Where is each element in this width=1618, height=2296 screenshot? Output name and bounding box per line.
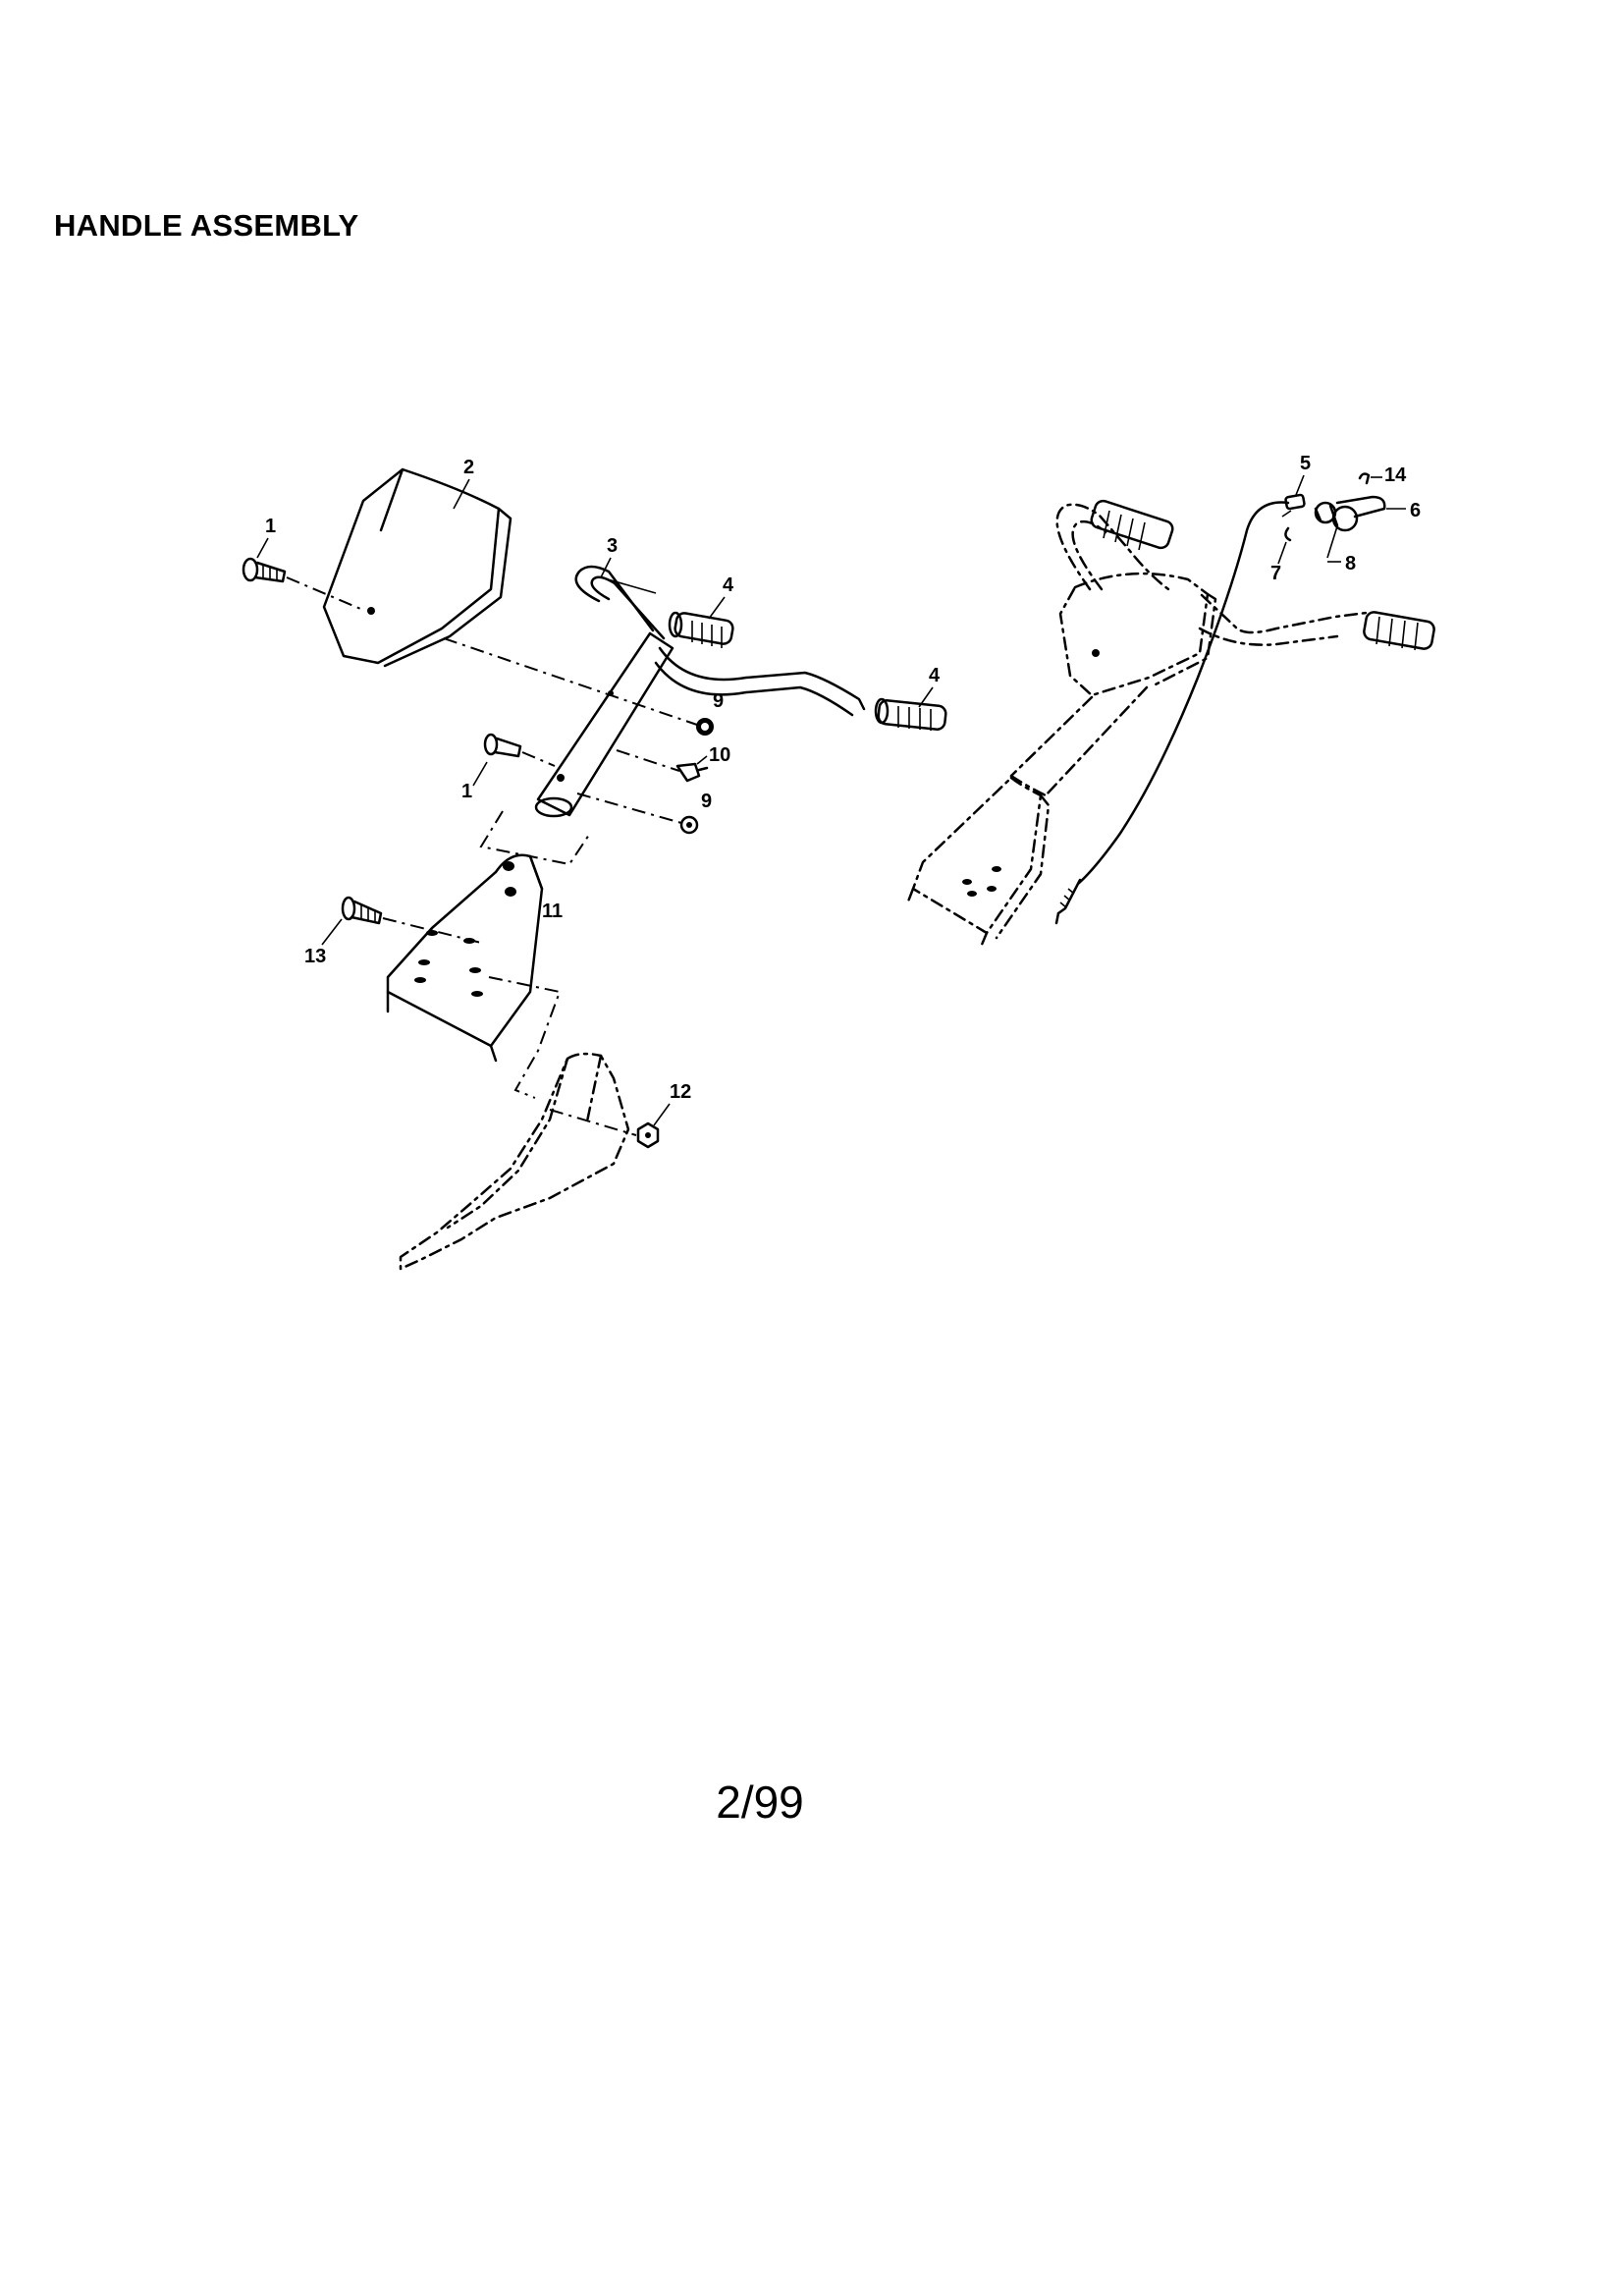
callout-4-upper: 4 — [723, 574, 734, 596]
callout-10: 10 — [709, 744, 730, 766]
assembled-lower-bracket — [906, 776, 1051, 947]
callout-13: 13 — [304, 946, 326, 967]
throttle-cable-part — [1054, 501, 1290, 925]
callout-1-top: 1 — [265, 516, 276, 537]
knob-part-upper — [696, 718, 714, 736]
assembled-tube — [1009, 685, 1149, 797]
assembled-grip-right — [1363, 611, 1435, 651]
grip-part-1 — [668, 611, 734, 648]
callout-12: 12 — [670, 1081, 691, 1103]
callout-2: 2 — [463, 457, 474, 478]
bolt-part-13 — [341, 896, 383, 925]
callout-8: 8 — [1345, 553, 1356, 574]
bolt-part-top — [242, 557, 287, 583]
callout-4-lower: 4 — [929, 665, 941, 686]
callout-3: 3 — [607, 535, 618, 557]
nut-part — [636, 1121, 660, 1149]
bracket-part — [675, 762, 709, 783]
page-number: 2/99 — [716, 1777, 804, 1828]
callout-1-mid: 1 — [461, 781, 472, 802]
handlebar-part — [534, 565, 866, 818]
grip-part-2 — [874, 697, 947, 731]
callout-14: 14 — [1384, 465, 1407, 486]
callout-11: 11 — [542, 901, 563, 922]
callout-7: 7 — [1270, 563, 1281, 584]
lower-handle-bracket-part — [386, 853, 544, 1063]
knob-part-lower — [679, 815, 699, 835]
assembled-handlebar — [1055, 503, 1369, 646]
throttle-control-part — [1284, 472, 1386, 542]
callout-9-upper: 9 — [713, 690, 724, 712]
assembled-cover — [1058, 572, 1217, 697]
assembled-grip-left — [1090, 499, 1174, 551]
bolt-part-mid — [483, 733, 522, 758]
tiller-frame-part — [399, 1052, 630, 1271]
callout-6: 6 — [1410, 500, 1421, 521]
page-title: HANDLE ASSEMBLY — [54, 208, 359, 243]
handle-cover-part — [322, 467, 512, 668]
callout-9-lower: 9 — [701, 791, 712, 812]
callout-5: 5 — [1300, 453, 1311, 474]
